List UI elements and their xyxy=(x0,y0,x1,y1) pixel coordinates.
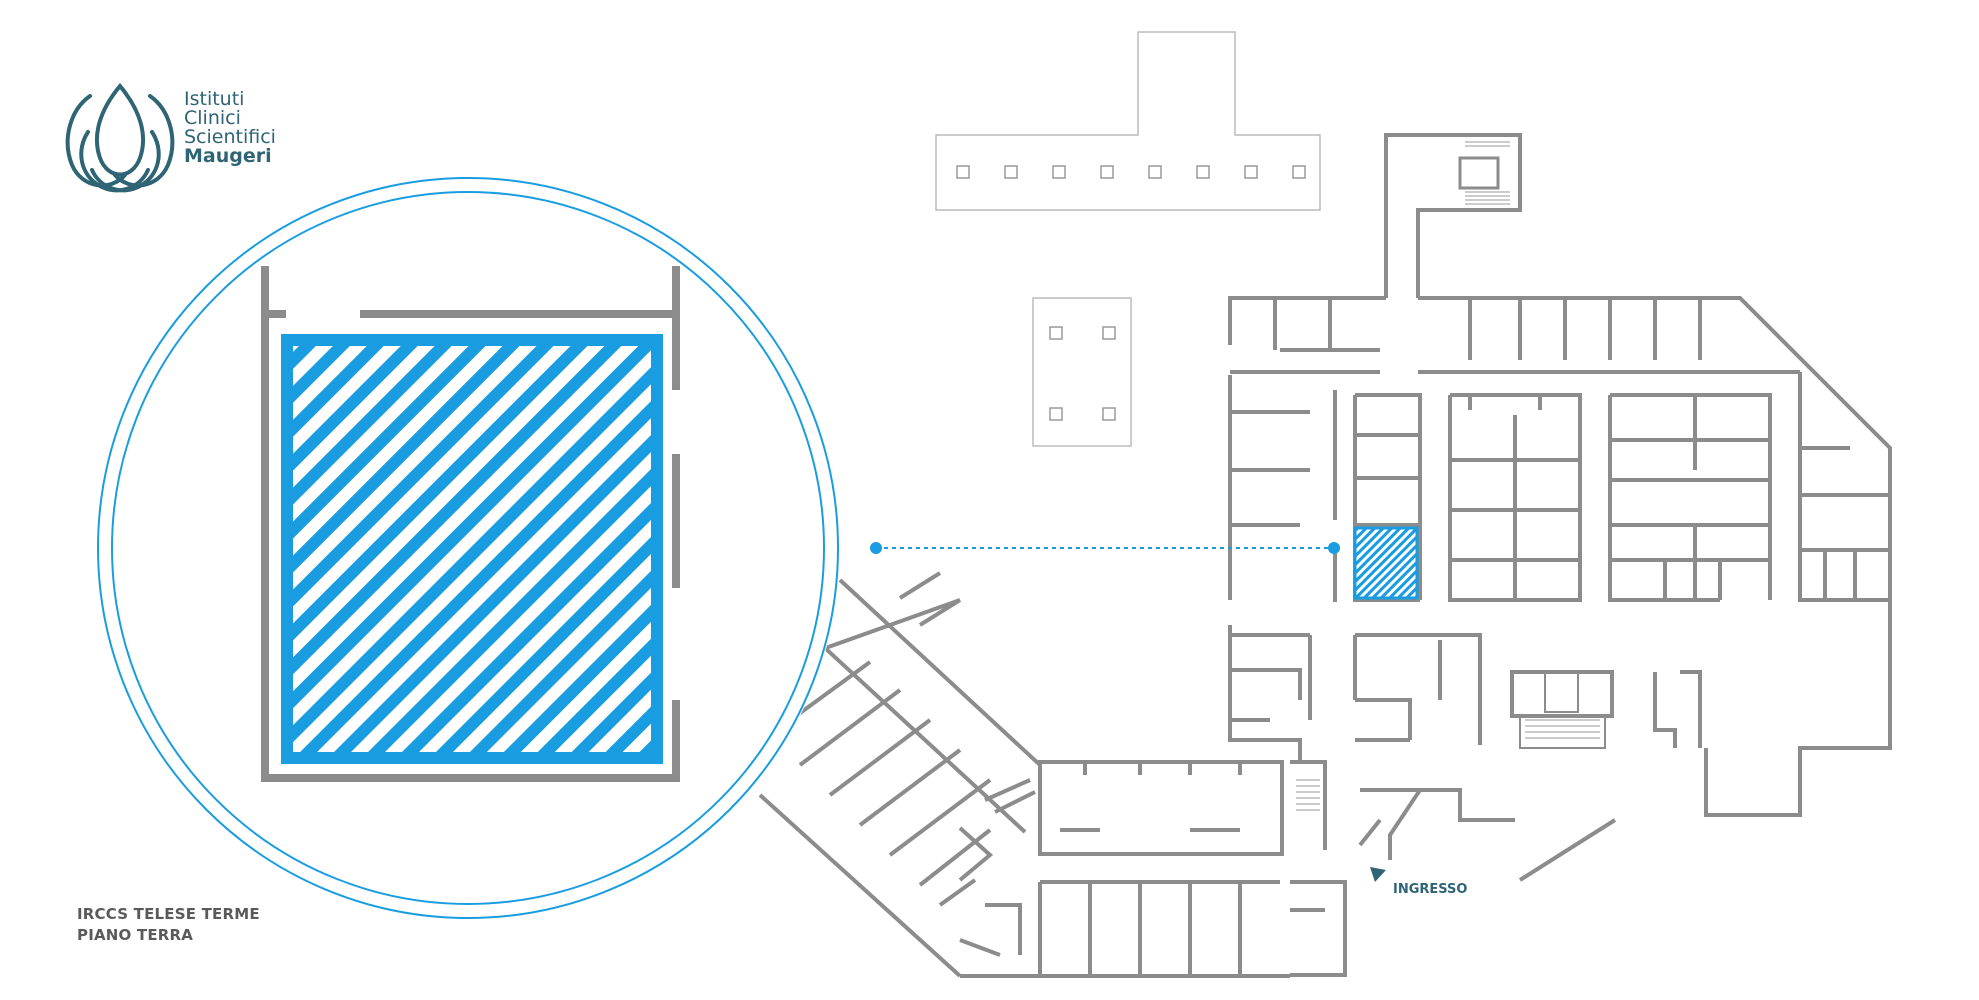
location-caption: IRCCS TELESE TERME PIANO TERRA xyxy=(77,904,260,946)
brand-line-4: Maugeri xyxy=(184,145,272,167)
floor-name: PIANO TERRA xyxy=(77,926,194,944)
magnified-highlighted-room xyxy=(281,334,663,764)
highlighted-room[interactable] xyxy=(1353,526,1419,600)
connector-end-dot xyxy=(1328,542,1340,554)
stair-treads xyxy=(1296,141,1600,811)
brand-line-2: Clinici xyxy=(184,107,241,129)
outbuilding-north xyxy=(935,31,1321,211)
brand-wordmark: Istituti Clinici Scientifici Maugeri xyxy=(184,90,276,166)
magnifier xyxy=(96,176,840,920)
magnifier-connector xyxy=(870,542,1340,554)
entrance-label[interactable]: INGRESSO xyxy=(1393,882,1468,897)
facility-name: IRCCS TELESE TERME xyxy=(77,905,260,923)
brand-line-1: Istituti xyxy=(184,88,245,110)
lotus-drop-icon xyxy=(65,82,175,193)
magnified-walls xyxy=(261,266,680,782)
entrance-arrow-icon[interactable] xyxy=(1370,867,1386,882)
connector-start-dot xyxy=(870,542,882,554)
outbuilding-pavilion xyxy=(1032,297,1132,447)
magnifier-outer-ring xyxy=(97,177,839,919)
building-walls xyxy=(758,133,1892,978)
brand-line-3: Scientifici xyxy=(184,126,276,148)
magnifier-inner-ring xyxy=(111,191,825,905)
